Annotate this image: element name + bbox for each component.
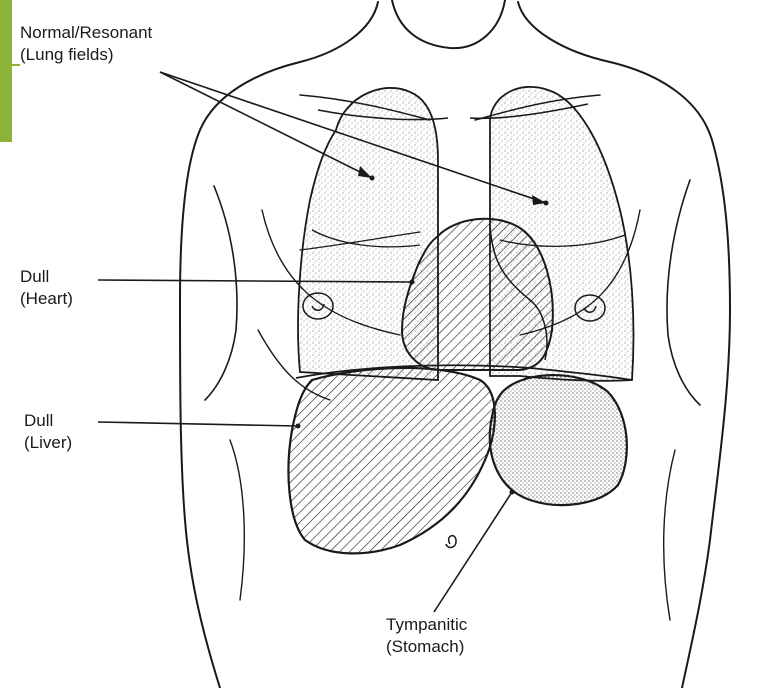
- label-stomach: Tympanitic (Stomach): [386, 614, 467, 658]
- label-lung-fields: Normal/Resonant (Lung fields): [20, 22, 152, 66]
- label-lung-line1: Normal/Resonant: [20, 22, 152, 44]
- label-lung-line2: (Lung fields): [20, 44, 152, 66]
- label-liver-line2: (Liver): [24, 432, 72, 454]
- stomach-shape: [490, 375, 627, 505]
- label-liver: Dull (Liver): [24, 410, 72, 454]
- label-liver-line1: Dull: [24, 410, 72, 432]
- liver-leader: [98, 422, 298, 426]
- label-stomach-line2: (Stomach): [386, 636, 467, 658]
- umbilicus: [446, 536, 456, 548]
- liver-shape: [288, 368, 494, 553]
- label-heart-line2: (Heart): [20, 288, 73, 310]
- label-heart-line1: Dull: [20, 266, 73, 288]
- label-stomach-line1: Tympanitic: [386, 614, 467, 636]
- label-heart: Dull (Heart): [20, 266, 73, 310]
